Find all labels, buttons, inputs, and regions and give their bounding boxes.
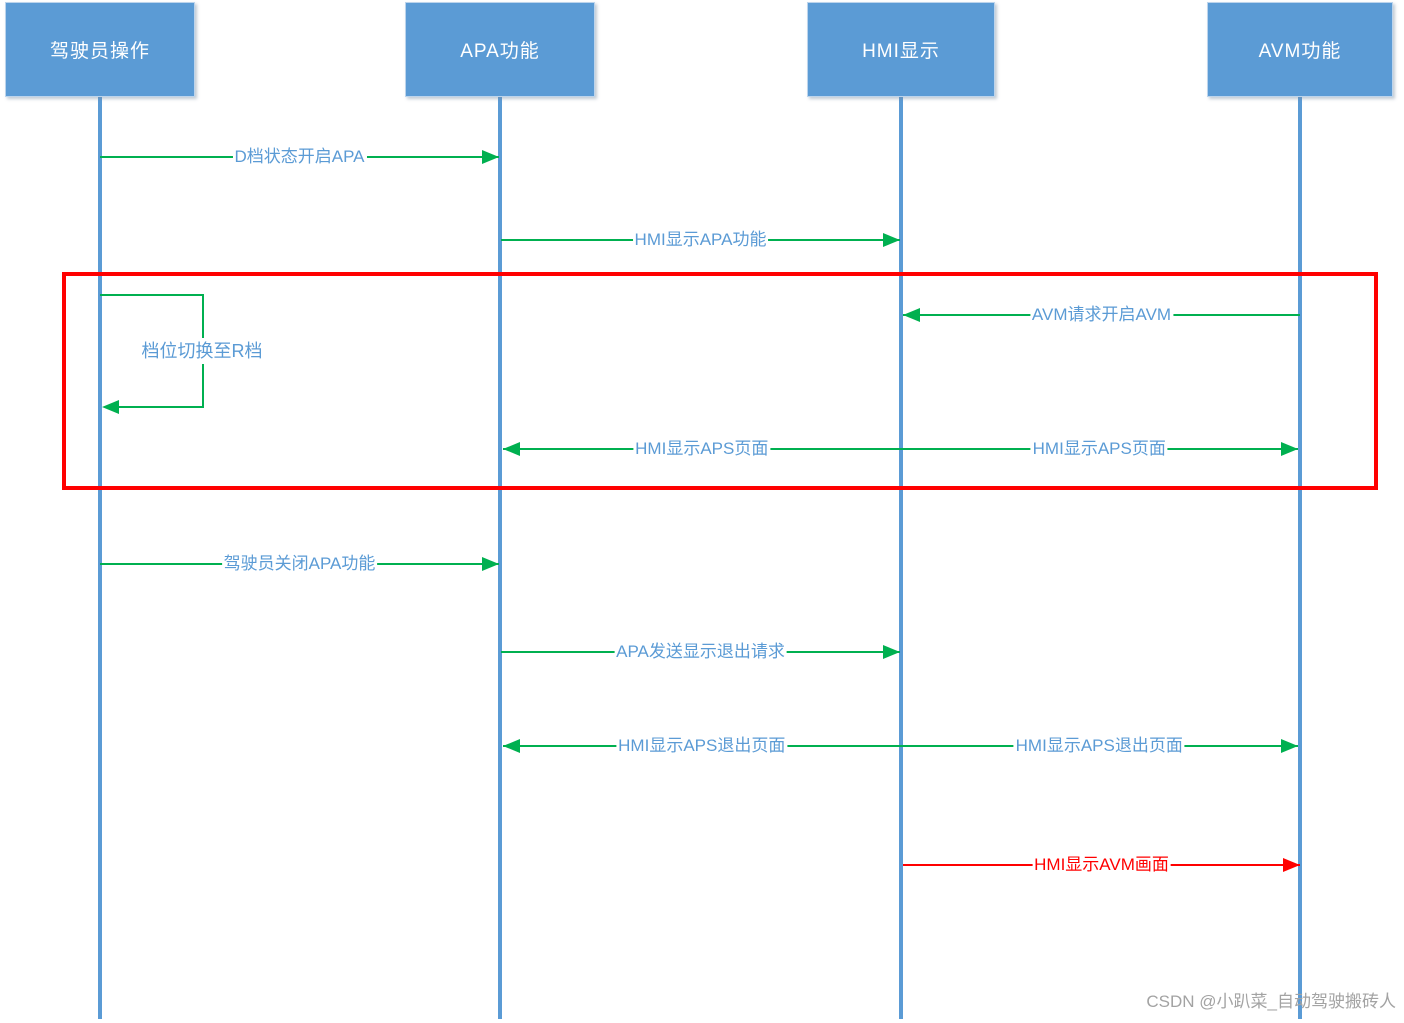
arrowhead-right-icon <box>1281 442 1298 456</box>
actor-label: AVM功能 <box>1258 41 1342 62</box>
arrow-line <box>503 448 1298 450</box>
arrowhead-right-icon <box>482 557 499 571</box>
self-loop-top-line <box>100 294 204 296</box>
actor-box-hmi: HMI显示 <box>807 2 995 97</box>
actor-box-driver: 驾驶员操作 <box>5 2 195 97</box>
message-label: HMI显示APS页面 <box>1030 436 1168 462</box>
arrowhead-left-icon <box>102 400 119 414</box>
lifeline-apa <box>498 97 502 1019</box>
arrowhead-right-icon <box>1281 739 1298 753</box>
watermark-text: CSDN @小趴菜_自动驾驶搬砖人 <box>1146 992 1396 1011</box>
message-label: D档状态开启APA <box>232 144 367 170</box>
lifeline-driver <box>98 97 102 1019</box>
actor-box-apa: APA功能 <box>405 2 595 97</box>
message-label: HMI显示AVM画面 <box>1032 852 1171 878</box>
actor-label: 驾驶员操作 <box>49 41 150 62</box>
actor-label: HMI显示 <box>862 41 940 62</box>
arrowhead-right-icon <box>1283 858 1300 872</box>
actor-box-avm: AVM功能 <box>1207 2 1393 97</box>
self-loop-bottom-line <box>112 406 204 408</box>
message-label: HMI显示APS页面 <box>633 436 771 462</box>
message-label: 驾驶员关闭APA功能 <box>221 551 378 577</box>
message-label: 档位切换至R档 <box>137 338 267 364</box>
arrowhead-right-icon <box>883 233 900 247</box>
arrowhead-right-icon <box>482 150 499 164</box>
message-label: APA发送显示退出请求 <box>614 639 787 665</box>
arrowhead-right-icon <box>883 645 900 659</box>
message-label: HMI显示APS退出页面 <box>1013 733 1185 759</box>
arrowhead-left-icon <box>503 739 520 753</box>
lifeline-hmi <box>899 97 903 1019</box>
arrowhead-left-icon <box>503 442 520 456</box>
arrowhead-left-icon <box>903 308 920 322</box>
arrow-line <box>503 745 1298 747</box>
actor-label: APA功能 <box>460 41 540 62</box>
message-label: HMI显示APS退出页面 <box>616 733 788 759</box>
message-label: AVM请求开启AVM <box>1029 302 1174 328</box>
message-label: HMI显示APA功能 <box>632 227 769 253</box>
lifeline-avm <box>1298 97 1302 1019</box>
